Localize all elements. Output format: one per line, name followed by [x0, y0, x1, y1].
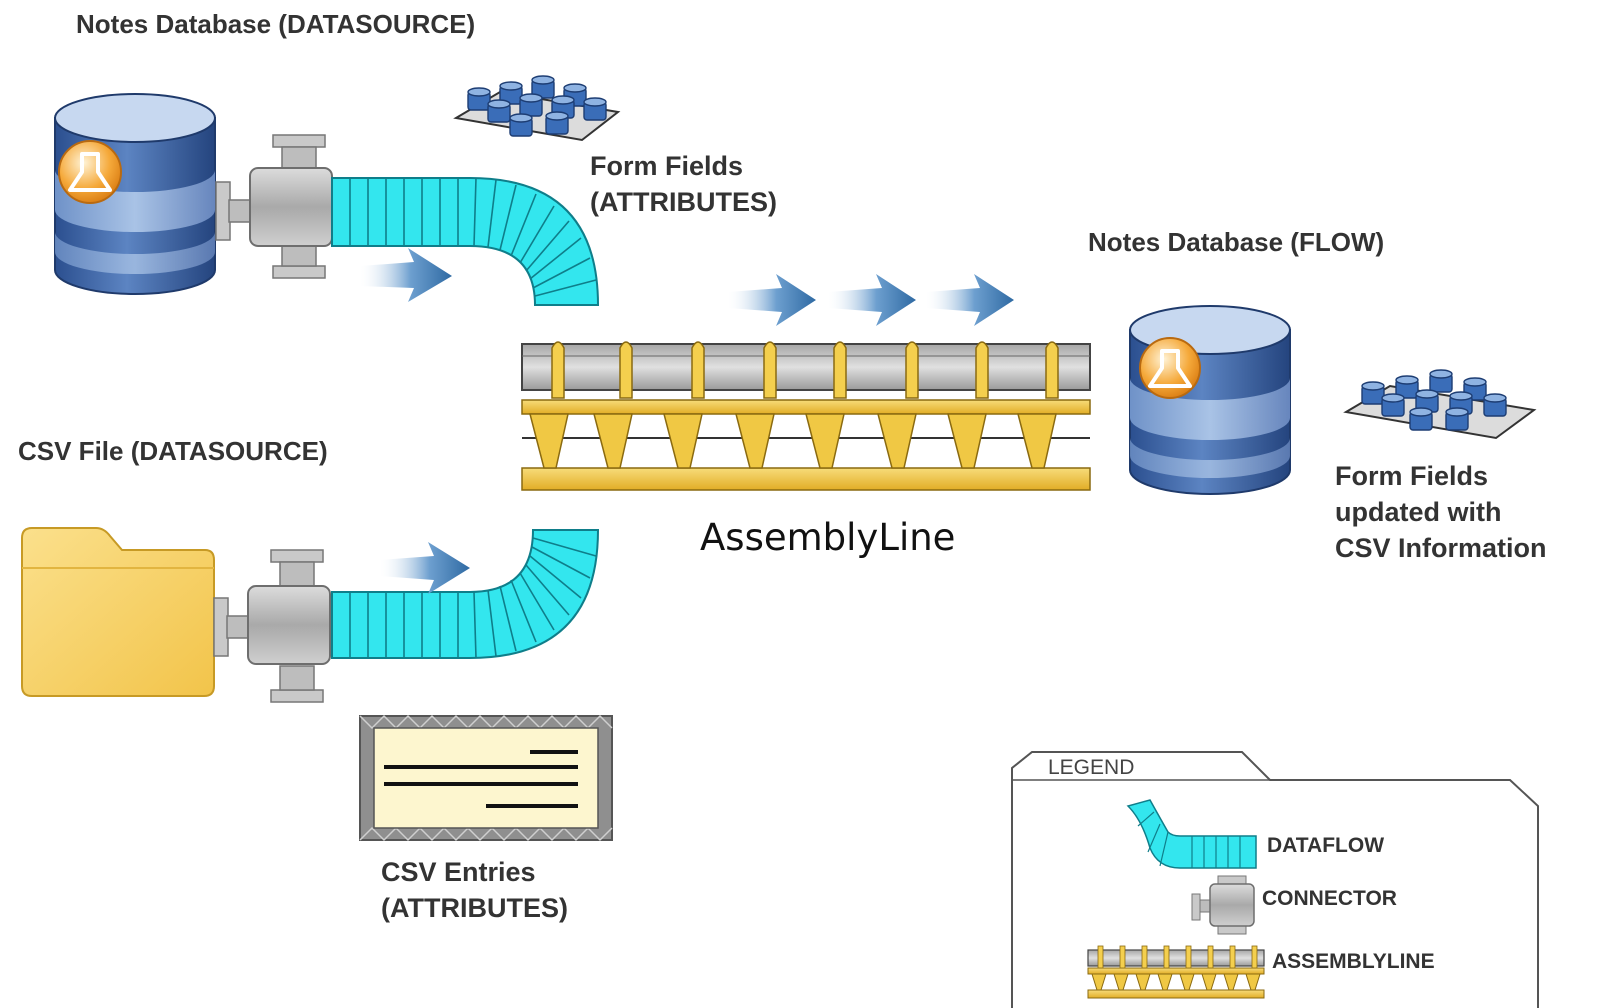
form-fields-updated-label: Form Fields updated with CSV Information [1335, 458, 1547, 566]
legend-dataflow-label: DATAFLOW [1267, 834, 1385, 857]
notes-database-source-icon [54, 93, 216, 295]
csv-entries-line-1: CSV Entries [381, 857, 536, 887]
legend-assemblyline-label: ASSEMBLYLINE [1272, 950, 1435, 973]
legend-box [1011, 751, 1539, 1008]
dataflow-pipe-bottom [331, 529, 600, 659]
form-updated-line-1: Form Fields [1335, 461, 1489, 491]
form-fields-grid-icon [453, 75, 621, 142]
csv-entries-line-2: (ATTRIBUTES) [381, 893, 568, 923]
csv-entries-document-icon [359, 714, 613, 842]
form-updated-line-3: CSV Information [1335, 533, 1547, 563]
flow-arrows-row [728, 274, 1014, 326]
dataflow-pipe-top [331, 177, 600, 306]
csv-file-source-label: CSV File (DATASOURCE) [18, 436, 328, 466]
connector-icon-bottom [213, 549, 331, 703]
notes-database-flow-icon [1129, 305, 1291, 495]
flow-arrow-icon [360, 248, 452, 302]
form-fields-attributes-label: Form Fields (ATTRIBUTES) [590, 148, 777, 220]
csv-entries-attributes-label: CSV Entries (ATTRIBUTES) [381, 854, 568, 926]
form-fields-updated-grid-icon [1343, 369, 1537, 440]
legend-assemblyline-icon [1087, 945, 1265, 999]
form-updated-line-2: updated with [1335, 497, 1502, 527]
notes-database-source-label: Notes Database (DATASOURCE) [76, 9, 476, 39]
assemblyline-conveyor-icon [521, 341, 1091, 491]
legend-dataflow-icon [1126, 799, 1257, 869]
assemblyline-label: AssemblyLine [700, 516, 956, 559]
flow-arrow-icon [380, 542, 470, 594]
legend-connector-icon [1191, 875, 1255, 935]
connector-icon-top [215, 134, 333, 279]
legend-title: LEGEND [1048, 756, 1135, 779]
form-fields-line-2: (ATTRIBUTES) [590, 187, 777, 217]
csv-folder-icon [21, 527, 215, 697]
form-fields-line-1: Form Fields [590, 151, 744, 181]
notes-database-flow-label: Notes Database (FLOW) [1088, 227, 1385, 257]
legend-connector-label: CONNECTOR [1262, 887, 1397, 910]
